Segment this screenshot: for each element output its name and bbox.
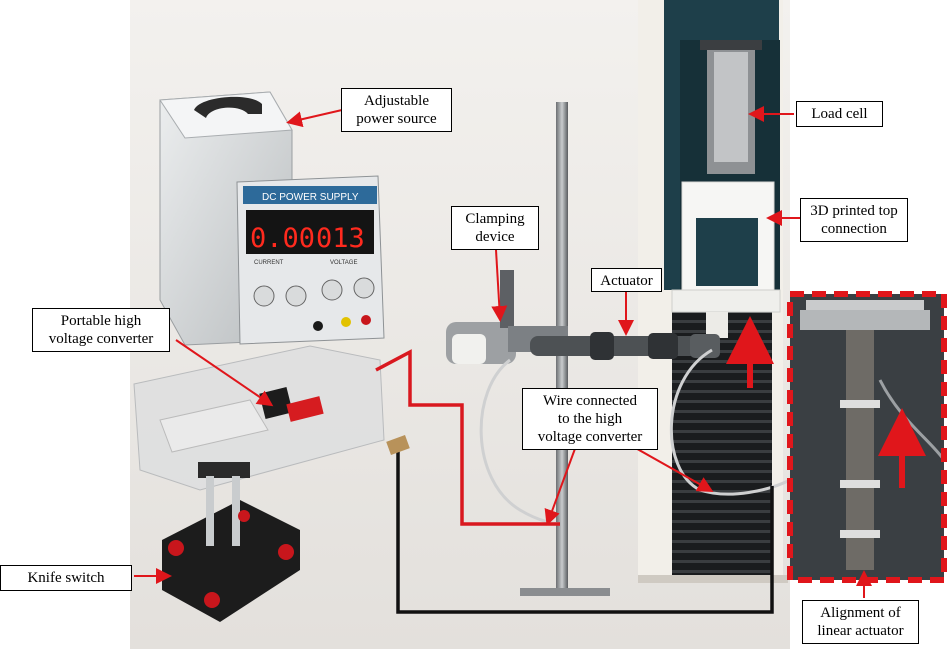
wire-clip <box>386 435 410 455</box>
label-actuator: Actuator <box>591 268 662 292</box>
label-wire-connected: Wire connected to the high voltage conve… <box>522 388 658 450</box>
power-supply-brand: DC POWER SUPPLY <box>262 192 359 203</box>
knife-switch <box>162 462 300 622</box>
pointer-wire-right <box>631 445 714 492</box>
current-label: CURRENT <box>254 260 284 266</box>
label-load-cell: Load cell <box>796 101 883 127</box>
terminal-black <box>313 321 323 331</box>
terminal-red <box>361 315 371 325</box>
load-cell <box>700 40 762 174</box>
top-connection <box>671 181 781 338</box>
pointer-power-source <box>286 109 343 128</box>
pointer-hv-converter <box>175 339 274 407</box>
clamp <box>446 270 568 364</box>
label-knife-switch: Knife switch <box>0 565 132 591</box>
pointer-clamping-device <box>491 249 508 322</box>
voltage-label: VOLTAGE <box>330 260 357 266</box>
black-wire <box>396 450 774 614</box>
label-adjustable-power-source: Adjustable power source <box>341 88 452 132</box>
power-knob-4 <box>353 277 375 299</box>
terminal-yellow <box>341 317 351 327</box>
label-alignment-of-linear-actuator: Alignment of linear actuator <box>802 600 919 644</box>
inset-photo <box>787 291 947 583</box>
pointer-wire-left <box>544 445 577 526</box>
label-3d-printed-top-connection: 3D printed top connection <box>800 198 908 242</box>
label-clamping-device: Clamping device <box>451 206 539 250</box>
label-portable-hv-converter: Portable high voltage converter <box>32 308 170 352</box>
power-supply: DC POWER SUPPLY 0.00 013 CURRENT VOLTAGE <box>159 91 385 346</box>
power-knob-2 <box>285 285 307 307</box>
power-knob-1 <box>253 285 275 307</box>
stand-base <box>520 588 610 596</box>
red-wire <box>375 349 560 526</box>
voltage-display: 013 <box>316 223 365 254</box>
electrode-wire-right <box>670 348 791 496</box>
power-knob-3 <box>321 279 343 301</box>
actuator <box>530 332 720 360</box>
current-display: 0.00 <box>250 223 315 254</box>
